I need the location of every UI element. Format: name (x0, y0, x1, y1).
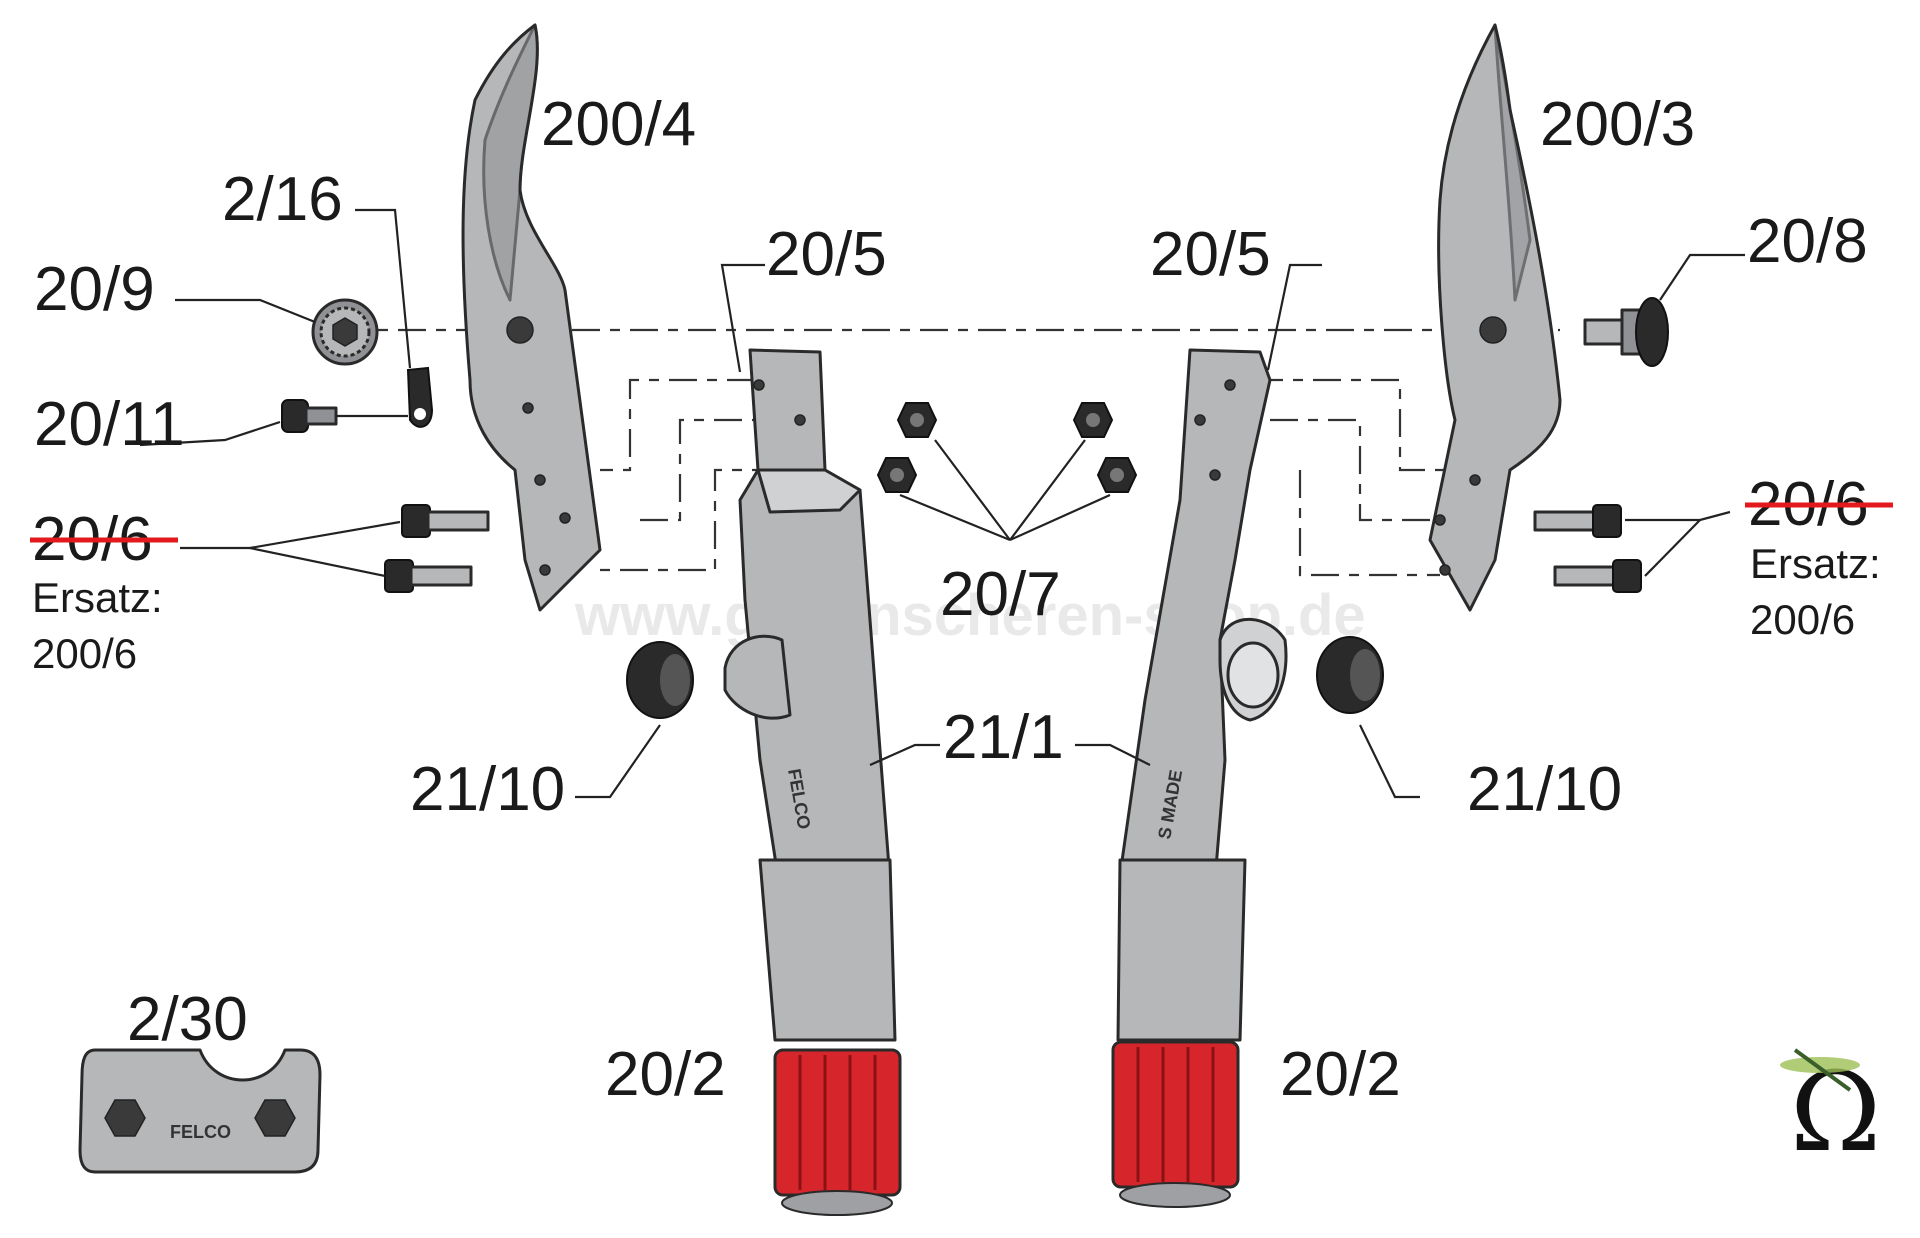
note-right-line1: Ersatz: (1750, 540, 1881, 587)
label-200-4: 200/4 (541, 90, 696, 159)
grip-right (1111, 1040, 1240, 1208)
label-20-11: 20/11 (34, 390, 185, 459)
key-tool: FELCO (78, 1048, 322, 1174)
label-20-8: 20/8 (1747, 207, 1868, 276)
omega-dragonfly-icon: Ω (1780, 1048, 1881, 1176)
label-21-1: 21/1 (943, 703, 1064, 772)
handle-right: S MADE (1116, 348, 1288, 1042)
note-left-line1: Ersatz: (32, 574, 163, 621)
label-20-5-left: 20/5 (766, 220, 887, 289)
label-200-3: 200/3 (1540, 90, 1695, 159)
grip-left (773, 1048, 902, 1216)
handle-left: FELCO (723, 348, 897, 1042)
label-20-7: 20/7 (940, 560, 1061, 629)
note-left-line2: 200/6 (32, 630, 137, 677)
blade-right (1428, 23, 1562, 612)
buffer-right (1316, 636, 1384, 714)
assembly-axes (340, 328, 1560, 577)
blade-left (461, 23, 602, 612)
bolts-right (1533, 504, 1642, 593)
label-21-10-right: 21/10 (1467, 755, 1622, 824)
leader-lines (139, 208, 1745, 799)
bolt-right (1583, 297, 1669, 367)
bolts-left (384, 504, 490, 593)
nuts (876, 402, 1138, 493)
label-20-2-left: 20/2 (605, 1040, 726, 1109)
label-2-16: 2/16 (222, 165, 343, 234)
adjusting-wheel (311, 298, 379, 366)
note-right-line2: 200/6 (1750, 596, 1855, 643)
key-stamp: FELCO (170, 1122, 231, 1142)
label-20-5-right: 20/5 (1150, 220, 1271, 289)
spring-holder (406, 366, 434, 428)
label-2-30: 2/30 (127, 985, 248, 1054)
label-21-10-left: 21/10 (410, 755, 565, 824)
screw-left (281, 399, 408, 433)
label-20-2-right: 20/2 (1280, 1040, 1401, 1109)
label-20-9: 20/9 (34, 255, 155, 324)
buffer-left (626, 641, 694, 719)
